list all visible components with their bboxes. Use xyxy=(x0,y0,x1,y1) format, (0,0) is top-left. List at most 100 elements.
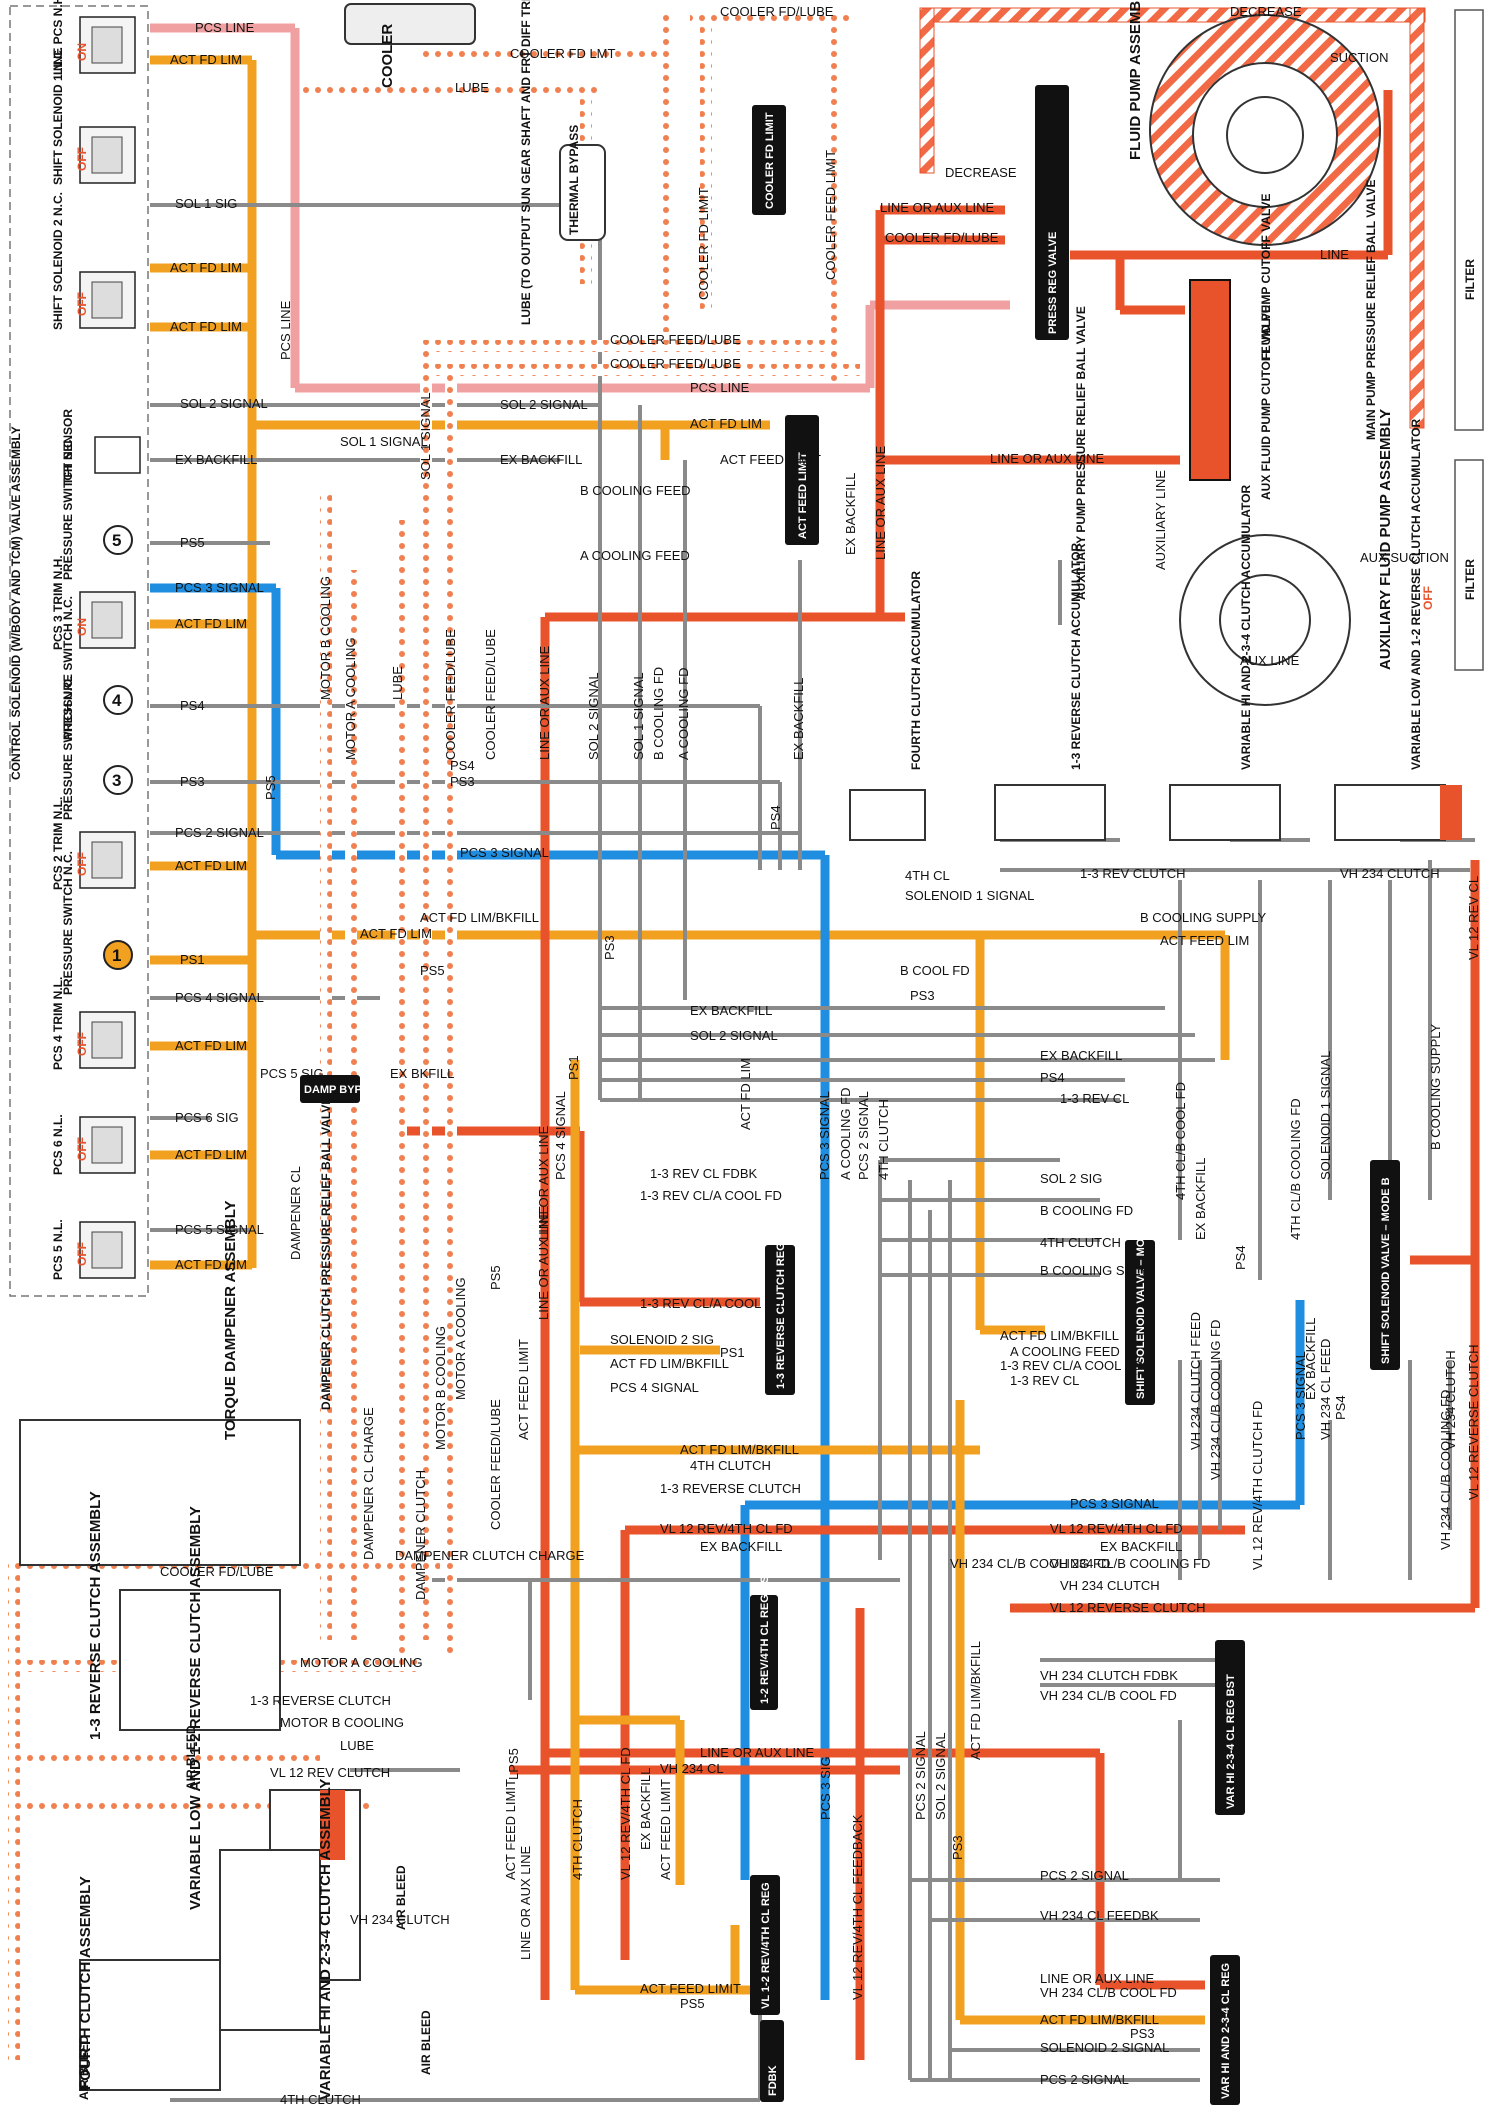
line-label-line-or-aux-line: LINE OR AUX LINE xyxy=(700,1745,814,1760)
solenoid-coil xyxy=(91,26,123,64)
line-label-act-fd-lim: ACT FD LIM xyxy=(175,1257,247,1272)
line-label-b-cooling-supply: B COOLING SUPPLY xyxy=(1140,910,1267,925)
vertical-label-vl12-rev-4th-cl-feedback: VL 12 REV/4TH CL FEEDBACK xyxy=(850,1814,865,2000)
line-label-pcs5-signal: PCS 5 SIGNAL xyxy=(175,1222,264,1237)
valve-label: DAMP BYPASS CL xyxy=(304,1084,402,1096)
solenoid-state: OFF xyxy=(75,1242,89,1266)
valve-label: SHIFT SOLENOID VALVE – MODE B xyxy=(1380,1177,1392,1364)
vertical-label-fourth-clutch: 4TH CLUTCH xyxy=(570,1799,585,1880)
component-cooler: COOLER xyxy=(379,24,396,88)
line-label-ex-backfill: EX BACKFILL xyxy=(1040,1048,1122,1063)
line-label-ps4: PS4 xyxy=(450,758,475,773)
line-label-act-fd-lim: ACT FD LIM xyxy=(175,858,247,873)
valve-label: VL 1-2 REV/4TH CL REG xyxy=(760,1882,772,2009)
vertical-label-act-feed-limit: ACT FEED LIMIT xyxy=(516,1339,531,1440)
line-label-ps3: PS3 xyxy=(910,988,935,1003)
vertical-label-pcs4-signal: PCS 4 SIGNAL xyxy=(553,1091,568,1180)
valve-press-reg: PRESS REG VALVE xyxy=(1035,85,1069,340)
line-label-pcs3-signal: PCS 3 SIGNAL xyxy=(175,580,264,595)
pcs-line-bus xyxy=(150,23,1010,393)
solenoid-label: PRESSURE SWITCH N.C. xyxy=(61,851,75,995)
tft-sensor-symbol xyxy=(94,436,141,474)
solenoid-state: ON xyxy=(75,618,89,636)
valve-fdbk: FDBK xyxy=(760,2020,784,2102)
component-rev13-clutch: 1-3 REVERSE CLUTCH ASSEMBLY xyxy=(87,1491,104,1740)
line-label-decrease: DECREASE xyxy=(945,165,1017,180)
fluid-pump-area xyxy=(919,7,1484,706)
line-label-pcs6-sig: PCS 6 SIG xyxy=(175,1110,239,1125)
solenoid-coil xyxy=(91,136,123,174)
valve-rev12-reg: VL 1-2 REV/4TH CL REG xyxy=(750,1875,780,2015)
line-label-vh234-cl-b-cool-fd: VH 234 CL/B COOL FD xyxy=(1040,1985,1177,2000)
line-label-vh234-cl-b-cooling-fd: VH 234 CL/B COOLING FD xyxy=(1050,1556,1210,1571)
solenoid-label: SHIFT SOLENOID 1 N.C. xyxy=(51,47,65,185)
vertical-label-motor-b-cooling: MOTOR B COOLING xyxy=(318,576,333,700)
vertical-label-vh234-clutch2: VH 234 CLUTCH xyxy=(1443,1350,1458,1450)
line-label-vh234-cl-b-cool-fd: VH 234 CL/B COOL FD xyxy=(1040,1688,1177,1703)
vertical-label-sol1-signal: SOL 1 SIGNAL xyxy=(631,672,646,760)
solenoid-row: SHIFT SOLENOID 1 N.C. OFF xyxy=(51,47,136,185)
valve-body xyxy=(1035,85,1069,340)
line-label-lube: LUBE xyxy=(340,1738,374,1753)
vertical-label-ps1: PS1 xyxy=(566,1055,581,1080)
vertical-label-solenoid1-signal: SOLENOID 1 SIGNAL xyxy=(1318,1051,1333,1180)
line-label-act-fd-lim-bkfill: ACT FD LIM/BKFILL xyxy=(680,1442,799,1457)
solenoid-label: PRESSURE SWITCH N.C. xyxy=(61,676,75,820)
solenoid-row: LINE PCS N.H.ON xyxy=(51,0,136,75)
component-varhi-accum: VARIABLE HI AND 2-3-4 CLUTCH ACCUMULATOR xyxy=(1239,485,1253,770)
valve-label: ACT FEED LIMIT xyxy=(797,452,809,539)
vertical-label-ps4: PS4 xyxy=(768,805,783,830)
line-label-line-or-aux-line: LINE OR AUX LINE xyxy=(990,451,1104,466)
solenoid-state: OFF xyxy=(75,292,89,316)
vertical-label-dampener-clutch: DAMPENER CLUTCH xyxy=(413,1470,428,1600)
vertical-label-line-or-aux-line: LINE OR AUX LINE xyxy=(537,646,552,760)
line-label-act-fd-lim-bkfill: ACT FD LIM/BKFILL xyxy=(610,1356,729,1371)
valve-label: COOLER FD LIMIT xyxy=(764,112,776,209)
valve-body xyxy=(752,105,786,215)
line-label-rev13-cl-a-cool-fd: 1-3 REV CL/A COOL FD xyxy=(640,1296,782,1311)
line-label-ex-backfill: EX BACKFILL xyxy=(500,452,582,467)
pressure-switch-number: 4 xyxy=(112,691,122,710)
line-label-sol2-signal: SOL 2 SIGNAL xyxy=(500,397,588,412)
solenoid-assembly-title: CONTROL SOLENOID (W/BODY AND TCM) VALVE … xyxy=(9,426,23,780)
component-fourth-accum: FOURTH CLUTCH ACCUMULATOR xyxy=(909,571,923,770)
vertical-label-act-fd-lim: ACT FD LIM xyxy=(738,1058,753,1130)
line-label-ex-backfill: EX BACKFILL xyxy=(1100,1539,1182,1554)
line-label-vh234-clutch: VH 234 CLUTCH xyxy=(1340,866,1440,881)
vertical-label-sol2-signal: SOL 2 SIGNAL xyxy=(933,1732,948,1820)
line-label-rev13-reverse-clutch: 1-3 REVERSE CLUTCH xyxy=(660,1481,801,1496)
line-label-b-cooling-sply: B COOLING SPLY xyxy=(1040,1263,1148,1278)
pressure-switch-symbol xyxy=(103,685,133,715)
valve-body xyxy=(750,1595,778,1710)
component-filter: FILTER xyxy=(1463,259,1477,300)
orange-actuator-lines xyxy=(570,425,1230,2025)
line-label-b-cool-fd: B COOL FD xyxy=(900,963,970,978)
line-label-rev13-cl: 1-3 REV CL xyxy=(1060,1091,1129,1106)
solenoid-state: OFF xyxy=(75,147,89,171)
line-label-dampener-clutch-charge: DAMPENER CLUTCH CHARGE xyxy=(395,1548,585,1563)
line-label-vh234-cl-b-cooling-fd: VH 234 CL/B COOLING FD xyxy=(950,1556,1110,1571)
vertical-label-ex-backfill: EX BACKFILL xyxy=(843,473,858,555)
valve-label: FDBK xyxy=(767,2065,779,2096)
vertical-label-fourth-cl-b-cooling-fd: 4TH CL/B COOLING FD xyxy=(1288,1098,1303,1240)
valve-shift-a: SHIFT SOLENOID VALVE – MODE A xyxy=(1125,1213,1155,1405)
vertical-label-line-or-aux-line: LINE OR AUX LINE xyxy=(873,446,888,560)
line-label-pcs2-signal: PCS 2 SIGNAL xyxy=(1040,2072,1129,2087)
line-label-act-fd-lim: ACT FD LIM xyxy=(170,319,242,334)
line-label-act-fd-lim: ACT FD LIM xyxy=(360,926,432,941)
line-label-vh234-clutch: VH 234 CLUTCH xyxy=(350,1912,450,1927)
line-label-act-feed-limit: ACT FEED LIMIT xyxy=(640,1981,741,1996)
vertical-label-ps3: PS3 xyxy=(950,1835,965,1860)
line-label-ex-backfill: EX BACKFILL xyxy=(700,1539,782,1554)
line-label-a-cooling-feed2: A COOLING FEED xyxy=(1010,1344,1120,1359)
solenoid-row: TFT SENSOR xyxy=(61,409,141,485)
solenoid-coil xyxy=(91,1126,123,1164)
line-label-ps1: PS1 xyxy=(720,1345,745,1360)
valve-cooler-fd-limit: COOLER FD LIMIT xyxy=(752,105,786,215)
line-label-vh234-cl-feedbk: VH 234 CL FEEDBK xyxy=(1040,1908,1159,1923)
line-label-pcs3-signal: PCS 3 SIGNAL xyxy=(460,845,549,860)
